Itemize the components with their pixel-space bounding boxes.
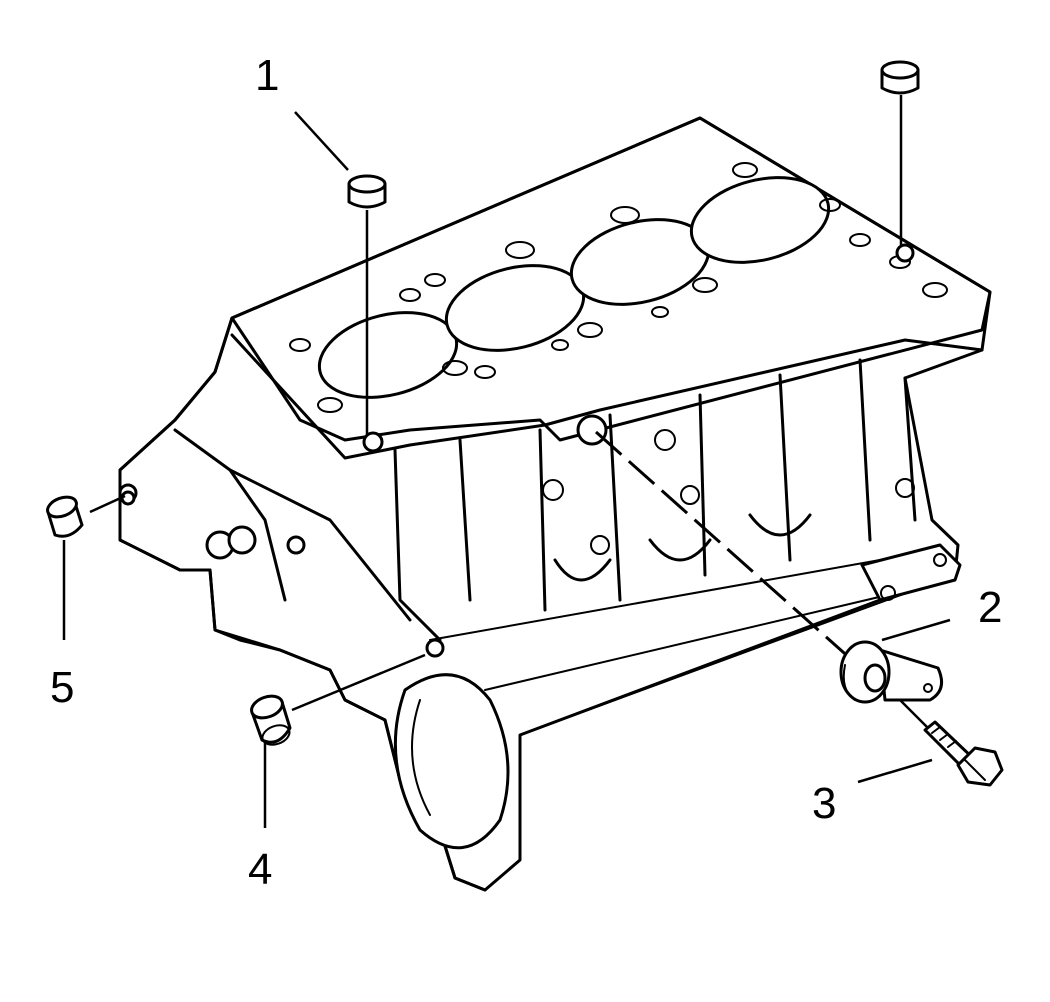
dowel-bore-1	[362, 431, 384, 453]
install-line-2	[595, 430, 853, 662]
install-line-4	[291, 653, 426, 712]
deck-front-edge	[230, 333, 984, 460]
leader-3	[857, 758, 933, 784]
end-face-bore-3	[286, 535, 306, 555]
end-face-bore-2	[227, 525, 257, 555]
sleeve-bore-2	[576, 414, 608, 446]
bolt-3	[923, 720, 1004, 787]
callout-5: 5	[50, 663, 74, 712]
dowel-sleeve-1	[347, 174, 387, 209]
leader-2	[881, 618, 951, 642]
dowel-sleeve-right	[880, 60, 920, 95]
dowel-sleeve-4	[250, 694, 292, 746]
rear-seal-housing	[393, 673, 510, 850]
sleeve-bushing-2	[839, 640, 944, 704]
callout-4: 4	[248, 845, 272, 894]
dowel-bore-right	[895, 243, 915, 263]
callout-1: 1	[255, 51, 279, 100]
dowel-bore-5	[120, 490, 136, 506]
leader-1	[294, 111, 349, 171]
callout-labels: 1 2 3 4 5	[50, 51, 1002, 894]
cylinder-bore-4	[689, 176, 831, 264]
engine-block	[118, 116, 992, 892]
dowel-bore-4	[425, 638, 445, 658]
block-ribs	[393, 358, 956, 736]
callout-leaders	[62, 111, 951, 828]
deck-surface	[230, 116, 992, 442]
bearing-saddles	[542, 429, 915, 582]
callout-2: 2	[978, 583, 1002, 632]
install-line-5	[89, 494, 126, 514]
callout-3: 3	[812, 779, 836, 828]
dowel-sleeve-5	[46, 495, 84, 538]
